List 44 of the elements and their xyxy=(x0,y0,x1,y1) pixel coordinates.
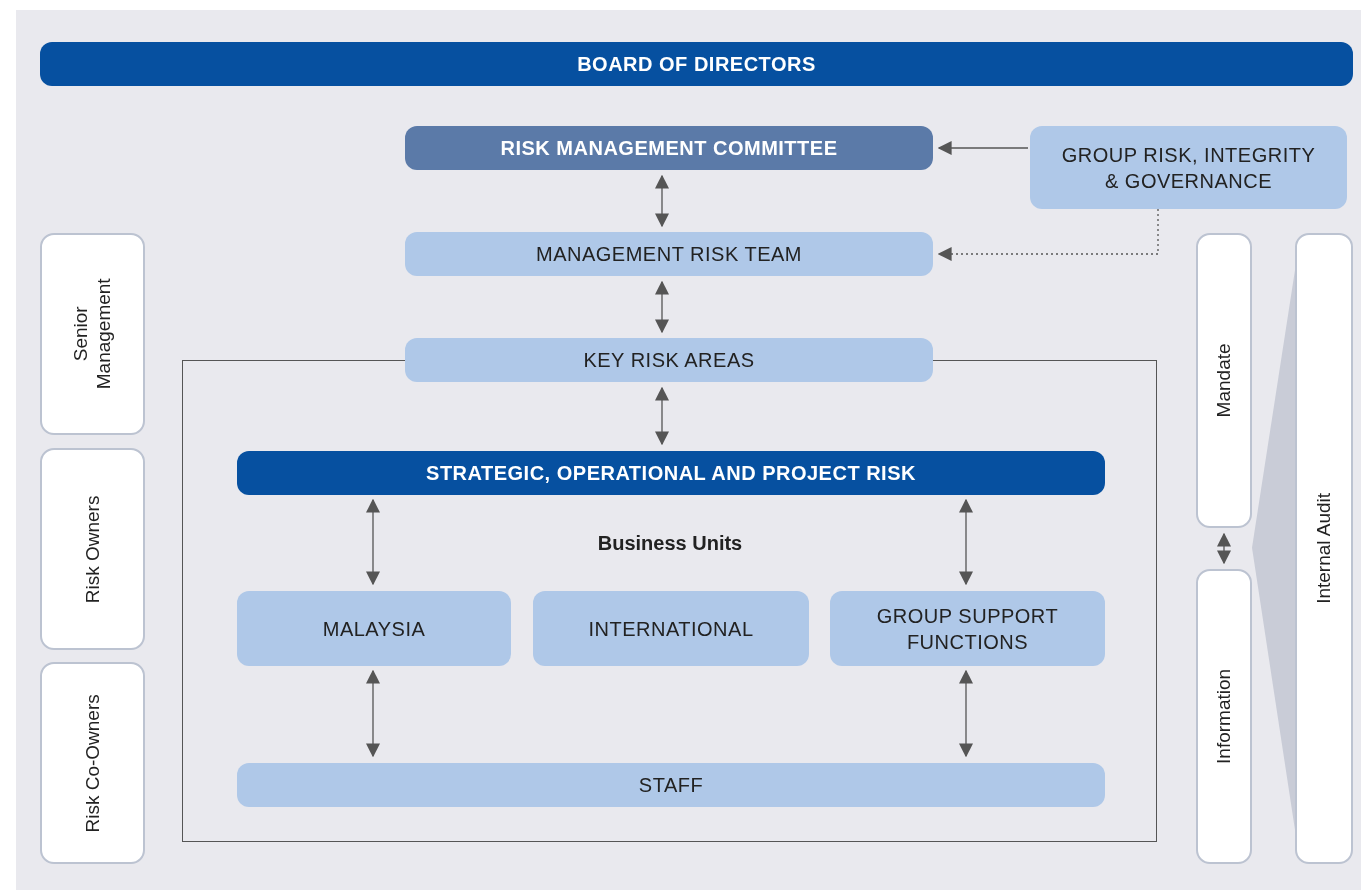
banner-box xyxy=(237,451,1105,495)
connector-arrow xyxy=(366,498,380,586)
process-box xyxy=(237,763,1105,807)
box-label: INTERNATIONAL xyxy=(587,616,755,642)
box-label: KEY RISK AREAS xyxy=(582,348,756,373)
side-panel xyxy=(1295,233,1353,864)
box-label: MANAGEMENT RISK TEAM xyxy=(535,242,803,267)
panel-label: Risk Co-Owners xyxy=(81,692,104,835)
box-label: STAFF xyxy=(637,773,705,798)
audit-wedge xyxy=(1252,270,1295,830)
banner-box xyxy=(40,42,1353,86)
process-box xyxy=(1030,126,1347,209)
connector-arrow xyxy=(937,141,1029,155)
connector-arrow xyxy=(366,669,380,758)
side-panel xyxy=(1196,569,1252,864)
box-label: RISK MANAGEMENT COMMITTEE xyxy=(499,136,839,161)
side-panel xyxy=(40,233,145,435)
connector-arrow xyxy=(655,174,669,228)
connector-arrow xyxy=(959,498,973,586)
side-panel xyxy=(1196,233,1252,528)
box-label: GROUP SUPPORT FUNCTIONS xyxy=(875,603,1060,655)
side-panel xyxy=(40,662,145,864)
connector-arrow xyxy=(937,208,1159,261)
box-label: GROUP RISK, INTEGRITY & GOVERNANCE xyxy=(1060,142,1317,194)
box-label: BOARD OF DIRECTORS xyxy=(576,52,817,77)
process-box xyxy=(830,591,1105,666)
committee-box xyxy=(405,126,933,170)
connector-arrow xyxy=(959,669,973,758)
connector-arrow xyxy=(655,386,669,446)
connector-arrow xyxy=(1217,532,1231,565)
panel-label: Mandate xyxy=(1212,342,1235,420)
process-box xyxy=(405,338,933,382)
panel-label: Information xyxy=(1212,668,1235,766)
panel-label: Senior Management xyxy=(69,277,115,392)
group-heading: Business Units xyxy=(596,531,744,556)
connector-arrow xyxy=(655,280,669,334)
box-label: MALAYSIA xyxy=(321,616,427,642)
process-box xyxy=(533,591,809,666)
panel-label: Risk Owners xyxy=(81,494,104,605)
panel-label: Internal Audit xyxy=(1312,492,1335,606)
box-label: STRATEGIC, OPERATIONAL AND PROJECT RISK xyxy=(425,461,917,486)
process-box xyxy=(237,591,511,666)
process-box xyxy=(405,232,933,276)
side-panel xyxy=(40,448,145,650)
